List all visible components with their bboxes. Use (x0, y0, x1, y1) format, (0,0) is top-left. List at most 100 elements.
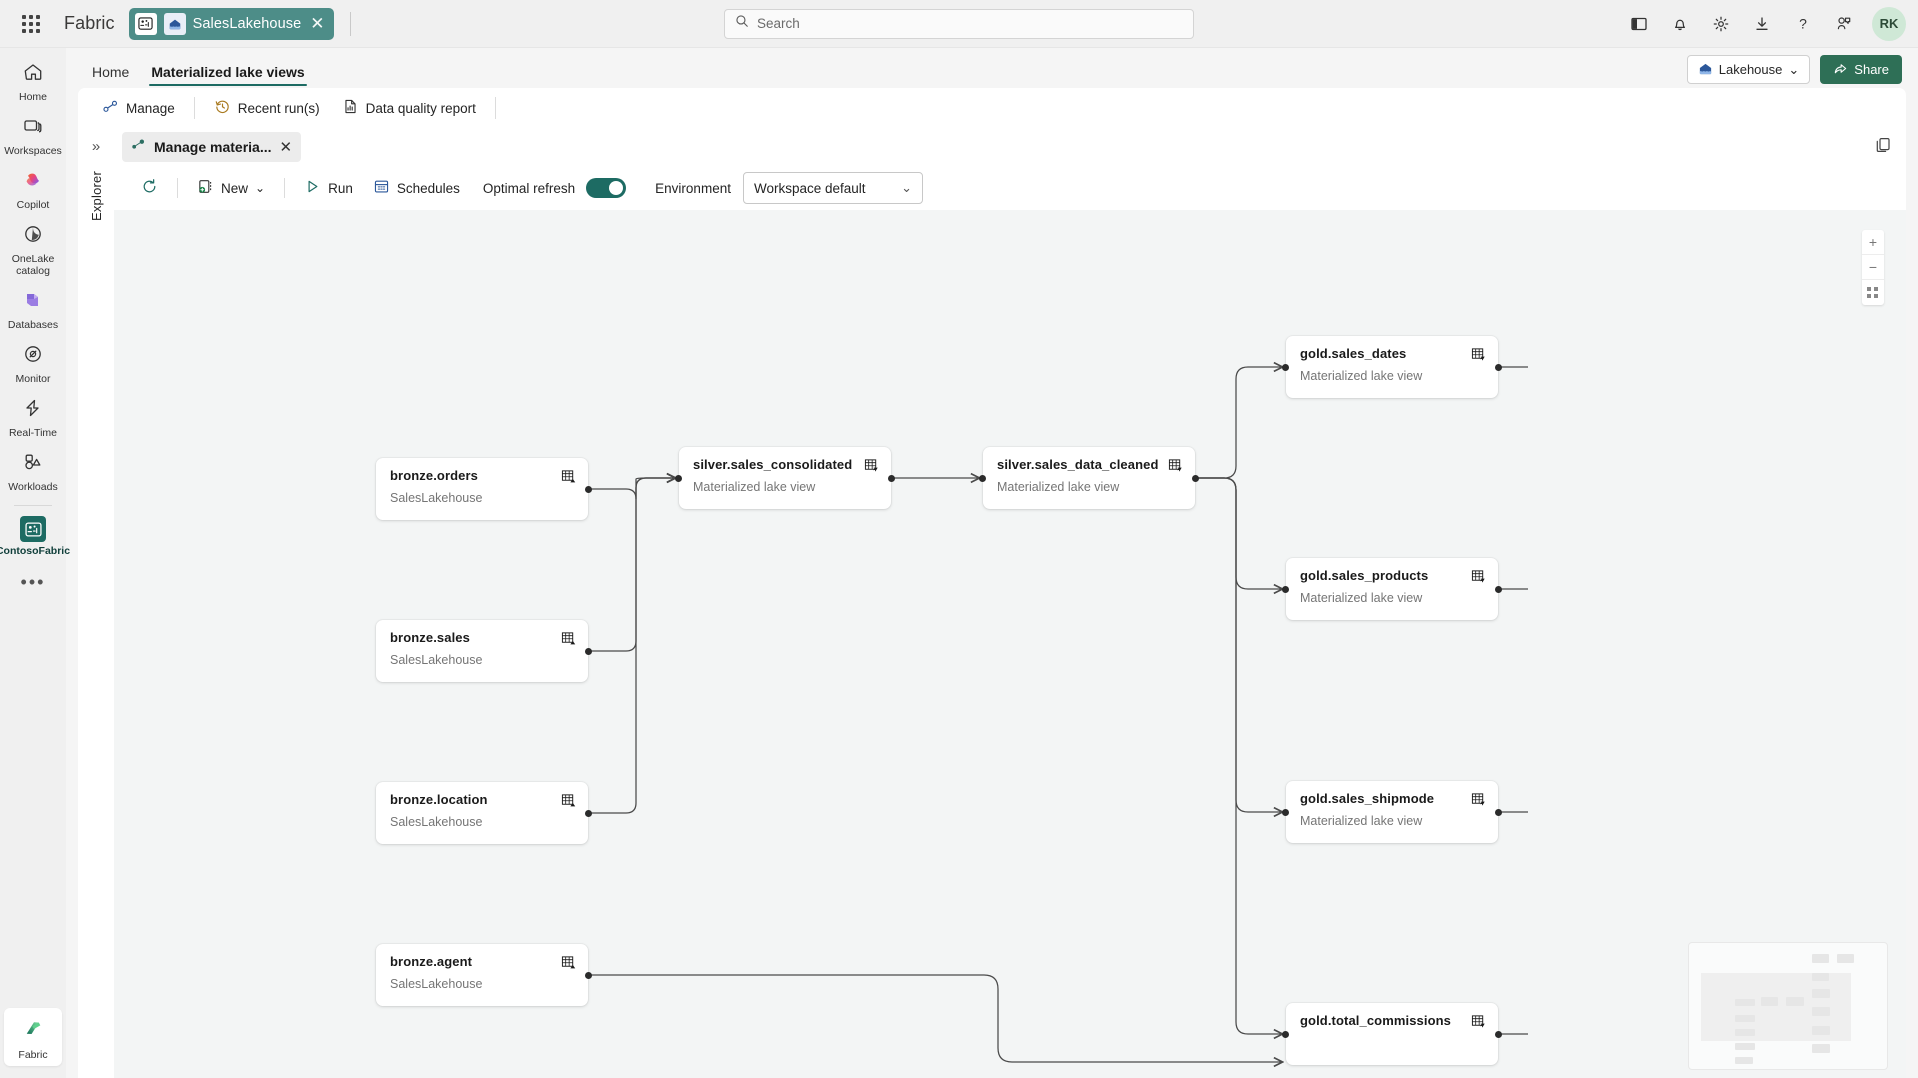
monitor-icon (22, 343, 44, 370)
sidebar-item-onelake-catalog[interactable]: OneLake catalog (2, 216, 64, 282)
zoom-in-button[interactable]: + (1862, 230, 1884, 255)
schedules-label: Schedules (396, 180, 460, 196)
node-output-port[interactable] (585, 647, 592, 655)
lineage-node-title: bronze.location (390, 792, 488, 807)
settings-gear-icon[interactable] (1702, 5, 1740, 43)
node-output-port[interactable] (1495, 1030, 1502, 1038)
schedules-button[interactable]: Schedules (364, 173, 469, 203)
onelake-catalog-icon (22, 223, 44, 250)
optimal-refresh-toggle[interactable] (586, 178, 627, 198)
layout-panel-icon[interactable] (1620, 5, 1658, 43)
fit-to-view-button[interactable] (1862, 280, 1884, 305)
chevron-double-right-icon[interactable]: » (91, 138, 101, 155)
document-tab[interactable]: Manage materia... ✕ (122, 132, 302, 162)
item-ribbon: Manage Recent run(s) Data quality report (78, 88, 1906, 128)
close-item-icon[interactable]: ✕ (310, 14, 325, 33)
node-output-port[interactable] (1192, 474, 1199, 482)
play-icon (304, 178, 321, 198)
node-output-port[interactable] (585, 971, 592, 979)
node-input-port[interactable] (1282, 808, 1289, 816)
left-navigation-rail: Home Workspaces Copilot OneLake catalog (0, 48, 70, 1078)
run-button[interactable]: Run (295, 173, 362, 203)
lineage-node-subtitle: SalesLakehouse (390, 491, 483, 505)
top-bar-actions: ? RK (1620, 5, 1906, 43)
tab-materialized-lake-views[interactable]: Materialized lake views (141, 58, 314, 88)
sidebar-item-contosofabric[interactable]: ContosoFabric (0, 509, 70, 562)
node-input-port[interactable] (675, 474, 682, 482)
lineage-node-title: silver.sales_data_cleaned (997, 457, 1159, 472)
copy-icon[interactable] (1874, 136, 1892, 159)
brand-title[interactable]: Fabric (64, 13, 115, 33)
close-tab-icon[interactable]: ✕ (279, 138, 293, 156)
new-label: New (221, 180, 249, 196)
sidebar-item-databases[interactable]: Databases (2, 282, 64, 336)
search-input[interactable]: Search (724, 8, 1194, 39)
downloads-icon[interactable] (1743, 5, 1781, 43)
chevron-down-icon: ⌄ (255, 181, 266, 195)
node-input-port[interactable] (1282, 1030, 1289, 1038)
table-icon (561, 955, 576, 975)
environment-select[interactable]: Workspace default ⌄ (742, 172, 923, 204)
avatar[interactable]: RK (1872, 6, 1906, 41)
notifications-bell-icon[interactable] (1661, 5, 1699, 43)
node-output-port[interactable] (585, 485, 592, 493)
node-output-port[interactable] (1495, 585, 1502, 593)
new-button[interactable]: New ⌄ (188, 173, 274, 203)
environment-value: Workspace default (753, 180, 866, 196)
lineage-node-gold-commissions[interactable]: gold.total_commissions (1282, 1003, 1502, 1065)
sidebar-more-button[interactable]: ••• (20, 572, 46, 592)
workloads-icon (22, 451, 44, 478)
node-output-port[interactable] (1495, 808, 1502, 816)
divider (349, 11, 351, 36)
node-output-port[interactable] (888, 474, 895, 482)
sidebar-item-monitor[interactable]: Monitor (2, 336, 64, 390)
recent-runs-label: Recent run(s) (237, 100, 320, 116)
sidebar-item-real-time[interactable]: Real-Time (2, 390, 64, 444)
home-icon (22, 61, 44, 88)
command-bar: New ⌄ Run Schedules Optimal refresh Envi… (114, 166, 1906, 210)
sidebar-item-home[interactable]: Home (2, 54, 64, 108)
lakehouse-switcher-button[interactable]: Lakehouse ⌄ (1686, 55, 1811, 84)
document-tab-label: Manage materia... (154, 139, 272, 155)
new-item-icon (197, 178, 214, 198)
recent-runs-button[interactable]: Recent run(s) (204, 93, 330, 123)
share-button[interactable]: Share (1820, 55, 1902, 84)
data-quality-report-button[interactable]: Data quality report (332, 93, 486, 123)
node-output-port[interactable] (1495, 363, 1502, 371)
sidebar-item-label: OneLake catalog (11, 253, 55, 277)
document-tab-strip: Manage materia... ✕ (114, 128, 1906, 166)
sidebar-item-copilot[interactable]: Copilot (2, 162, 64, 216)
data-quality-report-label: Data quality report (365, 100, 476, 116)
sidebar-item-workspaces[interactable]: Workspaces (2, 108, 64, 162)
explorer-label[interactable]: Explorer (88, 171, 104, 222)
manage-label: Manage (126, 100, 175, 116)
sidebar-item-fabric[interactable]: Fabric (4, 1008, 62, 1066)
tab-home[interactable]: Home (92, 64, 130, 80)
search-icon (735, 14, 749, 33)
feedback-icon[interactable] (1825, 5, 1863, 43)
explorer-panel: » Explorer (78, 128, 114, 1078)
app-launcher-icon[interactable] (14, 7, 48, 41)
sidebar-item-workloads[interactable]: Workloads (2, 444, 64, 498)
help-icon[interactable]: ? (1784, 5, 1822, 43)
canvas-minimap[interactable] (1688, 942, 1888, 1070)
databases-icon (22, 289, 44, 316)
zoom-out-button[interactable]: − (1862, 255, 1884, 280)
node-input-port[interactable] (1282, 585, 1289, 593)
manage-button[interactable]: Manage (92, 93, 185, 123)
open-item-chip[interactable]: SalesLakehouse ✕ (128, 7, 334, 40)
refresh-button[interactable] (132, 173, 167, 203)
node-input-port[interactable] (979, 474, 986, 482)
node-input-port[interactable] (1282, 363, 1289, 371)
node-output-port[interactable] (585, 809, 592, 817)
